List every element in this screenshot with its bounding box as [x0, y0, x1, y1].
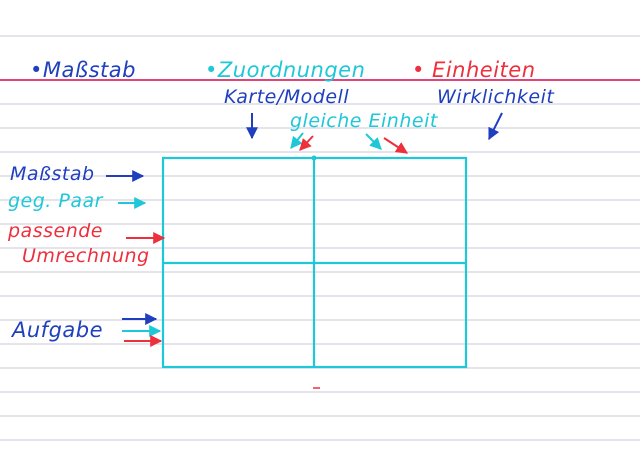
label-gleiche-einheit: gleiche Einheit [290, 110, 438, 132]
arrow-einheit-cyan-right [365, 133, 382, 150]
arrow-gleiche-red-left [299, 135, 314, 151]
table-center-dot [311, 155, 317, 161]
side-label-passende: passende [8, 220, 103, 242]
label-wirklichkeit: Wirklichkeit [437, 86, 555, 108]
table-grid [161, 156, 468, 369]
header-einheiten: • Einheiten [412, 58, 536, 82]
arrow-gleiche-cyan-left [290, 132, 304, 149]
label-karte-modell: Karte/Modell [224, 86, 350, 108]
side-label-aufgabe: Aufgabe [12, 318, 104, 342]
header-zuordnungen: •Zuordnungen [205, 58, 366, 82]
side-label-umrechnung: Umrechnung [22, 245, 150, 267]
header-massstab: •Maßstab [30, 58, 136, 82]
side-label-massstab: Maßstab [10, 163, 95, 185]
arrow-einheit-red-right [383, 137, 409, 154]
side-label-geg-paar: geg. Paar [8, 190, 103, 212]
arrow-wirklichkeit-down [488, 112, 503, 141]
